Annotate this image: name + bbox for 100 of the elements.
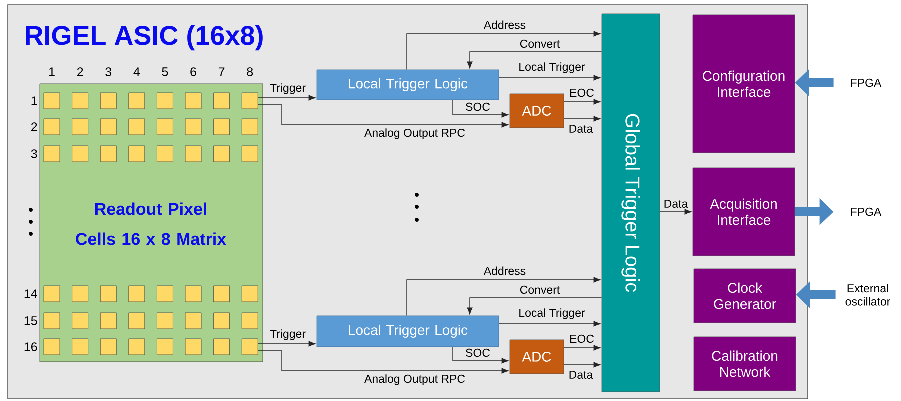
pixel-cell bbox=[72, 286, 89, 302]
arrow bbox=[498, 321, 601, 327]
pixel-cell bbox=[72, 338, 89, 356]
pixel-cell bbox=[242, 118, 258, 136]
pixel-cell bbox=[157, 338, 174, 356]
arrow bbox=[406, 277, 601, 316]
matrix-label: Readout Pixel Cells 16 x 8 Matrix bbox=[76, 202, 226, 246]
pixel-cell bbox=[100, 146, 117, 162]
column-number: 3 bbox=[106, 68, 112, 76]
pixel-cell bbox=[100, 92, 117, 110]
edge-label: Trigger bbox=[269, 82, 307, 96]
arrow bbox=[467, 52, 602, 69]
pixel-cell bbox=[128, 92, 146, 110]
row-number: 14 bbox=[24, 290, 38, 298]
arrow bbox=[564, 345, 601, 351]
pixel-cell bbox=[157, 92, 174, 110]
interface-box: Clock Generator bbox=[694, 268, 796, 324]
edge-label: SOC bbox=[464, 102, 492, 112]
pixel-cell bbox=[128, 312, 146, 330]
column-number: 4 bbox=[134, 68, 140, 76]
pixel-cell bbox=[100, 286, 117, 302]
pixel-cell bbox=[44, 146, 60, 162]
pixel-cell bbox=[214, 312, 230, 330]
column-number: 2 bbox=[77, 68, 84, 76]
arrow bbox=[467, 298, 602, 315]
logic-box: Local Trigger Logic bbox=[316, 70, 500, 100]
pixel-cell bbox=[185, 286, 202, 302]
pixel-cell bbox=[185, 146, 202, 162]
external-label: FPGA bbox=[851, 208, 882, 216]
pixel-cell bbox=[100, 312, 117, 330]
pixel-cell bbox=[100, 338, 117, 356]
pixel-cell bbox=[72, 92, 89, 110]
pixel-cell bbox=[72, 146, 89, 162]
pixel-cell bbox=[214, 338, 230, 356]
pixel-cell bbox=[242, 92, 258, 110]
edge-label: Local Trigger bbox=[518, 62, 586, 74]
pixel-cell bbox=[128, 118, 146, 136]
adc-box: ADC bbox=[510, 340, 564, 374]
interface-box: Calibration Network bbox=[694, 336, 796, 392]
pixel-cell bbox=[242, 286, 258, 302]
row-number: 15 bbox=[24, 316, 38, 326]
pixel-cell bbox=[100, 118, 117, 136]
pixel-cell bbox=[44, 286, 60, 302]
pixel-cell bbox=[128, 338, 146, 356]
arrow bbox=[498, 75, 601, 81]
edge-label: Analog Output RPC bbox=[364, 128, 466, 140]
pixel-cell bbox=[128, 286, 146, 302]
row-number: 16 bbox=[24, 342, 38, 352]
pixel-cell bbox=[157, 118, 174, 136]
row-number: 1 bbox=[32, 96, 38, 106]
pixel-cell bbox=[128, 146, 146, 162]
arrow bbox=[258, 350, 509, 374]
pixel-cell bbox=[185, 118, 202, 136]
adc-box: ADC bbox=[510, 94, 564, 128]
column-number: 1 bbox=[50, 68, 55, 76]
pixel-cell bbox=[242, 146, 258, 162]
arrow bbox=[564, 99, 601, 105]
edge-label: Analog Output RPC bbox=[364, 374, 466, 386]
pixel-cell bbox=[44, 312, 60, 330]
column-number: 7 bbox=[218, 68, 225, 76]
global-logic-bar: Global Trigger Logic bbox=[602, 14, 660, 392]
arrow bbox=[258, 341, 316, 347]
chip-title: RIGEL ASIC (16x8) bbox=[26, 25, 263, 51]
arrow bbox=[564, 116, 601, 122]
interface-box: Configuration Interface bbox=[692, 14, 796, 154]
pixel-cell bbox=[44, 92, 60, 110]
pixel-cell bbox=[72, 312, 89, 330]
edge-label: Local Trigger bbox=[518, 308, 586, 320]
interface-box: Acquisition Interface bbox=[692, 168, 796, 256]
row-number: 3 bbox=[31, 150, 38, 158]
pixel-cell bbox=[214, 92, 230, 110]
pixel-cell bbox=[72, 118, 89, 136]
arrow bbox=[258, 95, 316, 101]
edge-label: EOC bbox=[568, 334, 596, 344]
column-number: 5 bbox=[162, 68, 168, 76]
pixel-cell bbox=[185, 338, 202, 356]
pixel-cell bbox=[157, 286, 174, 302]
edge-label: SOC bbox=[464, 348, 492, 358]
arrow bbox=[406, 31, 601, 70]
pixel-cell bbox=[44, 338, 60, 356]
pixel-cell bbox=[242, 338, 258, 356]
pixel-cell bbox=[242, 312, 258, 330]
arrow bbox=[564, 362, 601, 368]
edge-label: EOC bbox=[568, 88, 596, 98]
logic-box: Local Trigger Logic bbox=[316, 316, 500, 348]
external-label: FPGA bbox=[851, 78, 882, 88]
pixel-cell bbox=[44, 118, 60, 136]
edge-label: Trigger bbox=[269, 328, 307, 342]
row-number: 2 bbox=[32, 122, 38, 132]
column-number: 8 bbox=[247, 68, 254, 76]
column-number: 6 bbox=[190, 68, 196, 76]
arrow bbox=[452, 100, 509, 118]
pixel-cell bbox=[157, 146, 174, 162]
pixel-cell bbox=[214, 146, 230, 162]
external-label: External oscillator bbox=[846, 284, 890, 306]
pixel-cell bbox=[185, 92, 202, 110]
arrow bbox=[660, 209, 692, 215]
pixel-cell bbox=[214, 118, 230, 136]
pixel-cell bbox=[214, 286, 230, 302]
pixel-cell bbox=[185, 312, 202, 330]
